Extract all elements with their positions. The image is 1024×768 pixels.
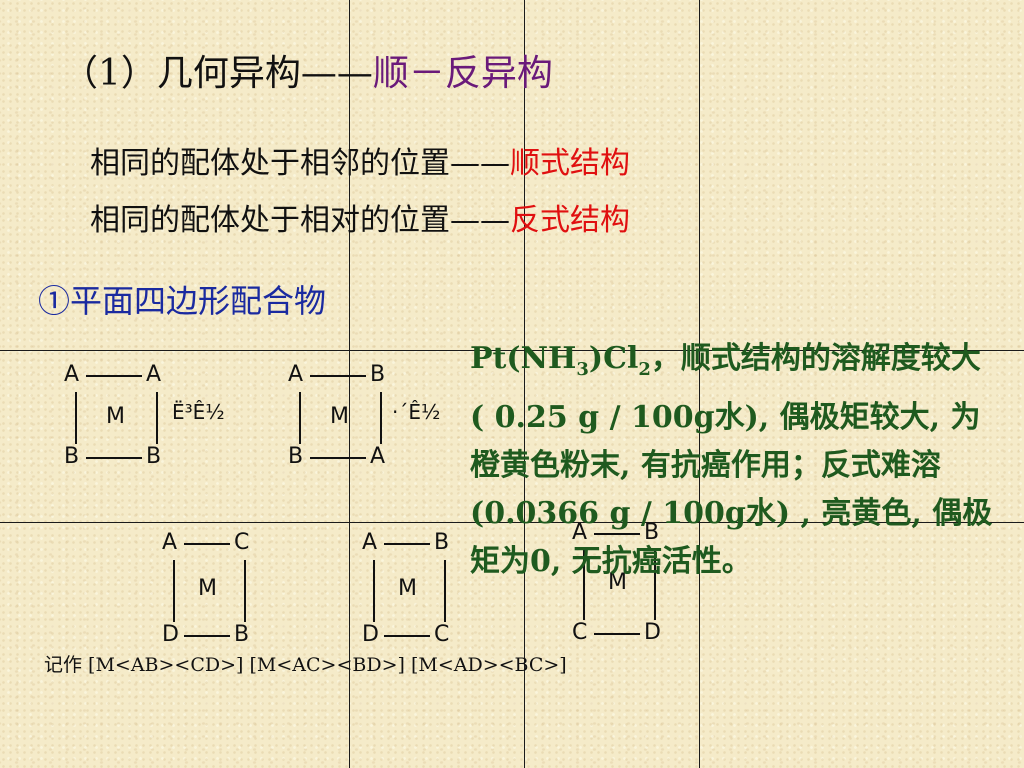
- definition-text: 相同的配体处于相对的位置——: [90, 203, 510, 238]
- atom-label: A: [146, 362, 162, 387]
- bond-line: [156, 392, 158, 444]
- bond-line: [594, 633, 640, 635]
- atom-label: A: [572, 520, 588, 545]
- structure-diagram-4: A B D C M: [362, 530, 472, 646]
- atom-label: A: [288, 362, 304, 387]
- metal-label: M: [330, 404, 349, 429]
- atom-label: A: [370, 444, 386, 469]
- structure-diagram-3: A C D B M: [162, 530, 272, 646]
- metal-label: M: [198, 576, 217, 601]
- atom-label: B: [644, 520, 660, 545]
- bond-line: [380, 392, 382, 444]
- grid-vline-2: [524, 0, 525, 768]
- atom-label: A: [162, 530, 178, 555]
- structure-diagram-2: A B B A M: [288, 364, 398, 474]
- bond-line: [310, 457, 366, 459]
- formula-subscript: 3: [576, 359, 589, 380]
- definition-line-cis: 相同的配体处于相邻的位置——顺式结构: [90, 138, 630, 182]
- atom-label: B: [434, 530, 450, 555]
- atom-label: B: [146, 444, 162, 469]
- bond-line: [384, 543, 430, 545]
- bond-line: [310, 375, 366, 377]
- grid-vline-1: [349, 0, 350, 768]
- metal-label: M: [398, 576, 417, 601]
- bond-line: [244, 560, 246, 622]
- atom-label: B: [64, 444, 80, 469]
- bond-line: [86, 457, 142, 459]
- grid-hline-2: [0, 522, 1024, 523]
- grid-hline-1: [0, 350, 1024, 351]
- metal-label: M: [106, 404, 125, 429]
- notation-note: 记作 [M<AB><CD>] [M<AC><BD>] [M<AD><BC>]: [44, 654, 567, 676]
- property-description: Pt(NH3)Cl2，顺式结构的溶解度较大 ( 0.25 g / 100g水),…: [470, 335, 1000, 586]
- atom-label: D: [162, 622, 179, 647]
- definition-emphasis: 反式结构: [510, 203, 630, 238]
- bond-line: [86, 375, 142, 377]
- description-text: ，顺式结构的溶解度较大 ( 0.25 g / 100g水), 偶极矩较大, 为橙…: [470, 341, 993, 579]
- bond-line: [654, 550, 656, 620]
- garbled-label-cis: Ë³Ê½: [172, 400, 225, 424]
- title-emphasis: 顺－反异构: [372, 53, 553, 94]
- bond-line: [594, 533, 640, 535]
- bond-line: [384, 635, 430, 637]
- atom-label: C: [572, 620, 588, 645]
- bond-line: [75, 392, 77, 444]
- bond-line: [173, 560, 175, 622]
- bond-line: [184, 543, 230, 545]
- atom-label: B: [370, 362, 386, 387]
- formula-part: Pt(NH: [470, 341, 577, 376]
- atom-label: C: [234, 530, 250, 555]
- bond-line: [373, 560, 375, 622]
- slide-title: （1）几何异构——顺－反异构: [62, 44, 553, 96]
- atom-label: D: [644, 620, 661, 645]
- bond-line: [299, 392, 301, 444]
- definition-emphasis: 顺式结构: [510, 146, 630, 181]
- definition-text: 相同的配体处于相邻的位置——: [90, 146, 510, 181]
- atom-label: C: [434, 622, 450, 647]
- atom-label: B: [288, 444, 304, 469]
- atom-label: B: [234, 622, 250, 647]
- atom-label: A: [362, 530, 378, 555]
- bond-line: [583, 550, 585, 620]
- formula-subscript: 2: [638, 359, 651, 380]
- bond-line: [184, 635, 230, 637]
- atom-label: A: [64, 362, 80, 387]
- definition-line-trans: 相同的配体处于相对的位置——反式结构: [90, 195, 630, 239]
- section-subtitle: ①平面四边形配合物: [38, 282, 327, 320]
- garbled-label-trans: ·´Ê½: [392, 400, 441, 424]
- grid-vline-3: [699, 0, 700, 768]
- formula-part: )Cl: [588, 341, 639, 376]
- title-prefix: （1）几何异构——: [62, 53, 373, 94]
- atom-label: D: [362, 622, 379, 647]
- structure-diagram-1: A A B B M: [64, 364, 174, 474]
- structure-diagram-5: A B C D M: [572, 522, 682, 652]
- metal-label: M: [608, 570, 627, 595]
- bond-line: [444, 560, 446, 622]
